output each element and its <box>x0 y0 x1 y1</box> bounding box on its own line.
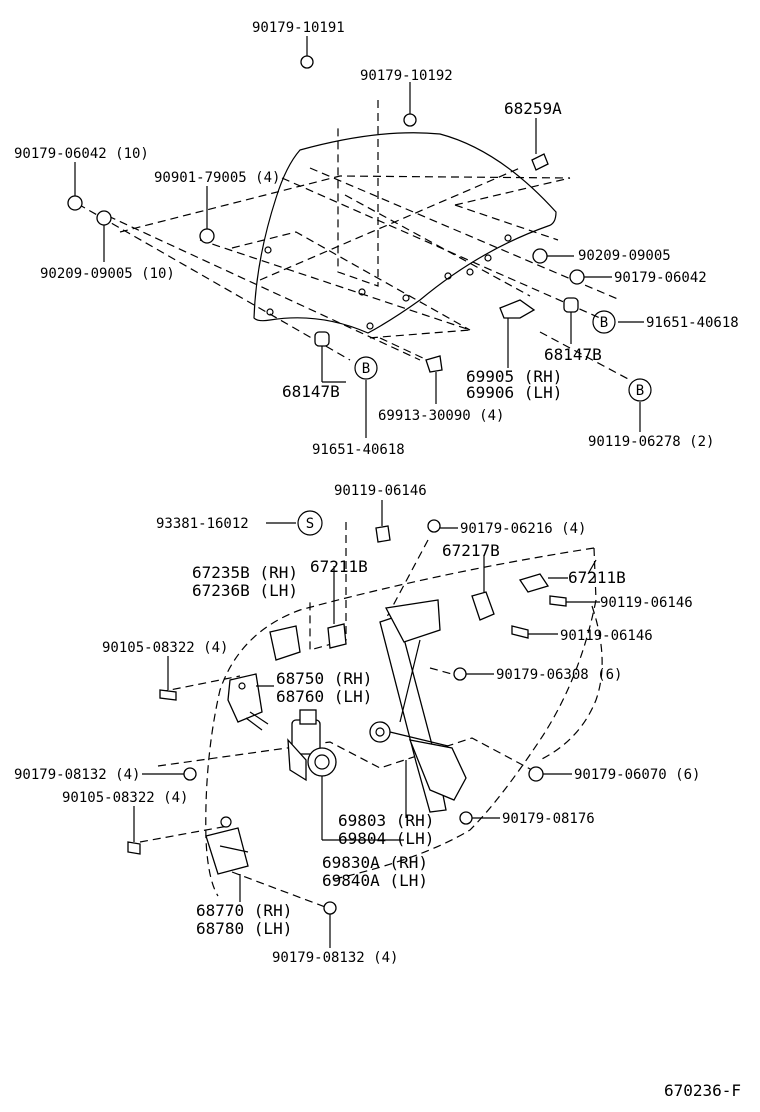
label-90179-06042: 90179-06042 <box>614 270 707 286</box>
circle-b-left: B <box>362 361 370 377</box>
label-90119-06146-top: 90119-06146 <box>334 483 427 499</box>
label-69905: 69905 (RH) <box>466 367 562 386</box>
nut-90179-08132-bottom <box>323 901 337 915</box>
label-67211b-mid: 67211B <box>310 557 368 576</box>
label-69906: 69906 (LH) <box>466 383 562 402</box>
door-glass <box>253 132 557 334</box>
cushion-90901-79005 <box>199 228 215 244</box>
nut-90179-06042-right <box>569 269 585 285</box>
nut-90179-06042-left <box>67 195 83 211</box>
diagram-id: 670236-F <box>664 1081 741 1100</box>
circle-b-right: B <box>600 315 608 331</box>
label-67236b: 67236B (LH) <box>192 581 298 600</box>
clip-67211b-right <box>518 573 550 593</box>
door-glass-assembly <box>77 100 631 381</box>
label-90209-09005: 90209-09005 <box>578 248 671 264</box>
label-90179-10192: 90179-10192 <box>360 68 453 84</box>
label-90179-08176: 90179-08176 <box>502 811 595 827</box>
bolt-90119-06146-r2 <box>511 625 529 639</box>
label-67211b-right: 67211B <box>568 568 626 587</box>
label-69830a: 69830A (RH) <box>322 853 428 872</box>
bracket-69905 <box>499 299 536 319</box>
label-90179-08132-4-bottom: 90179-08132 (4) <box>272 950 398 966</box>
label-68760: 68760 (LH) <box>276 687 372 706</box>
bolt-90119-06146-top <box>375 525 391 543</box>
circle-s: S <box>306 516 314 532</box>
label-90179-08132-4-left: 90179-08132 (4) <box>14 767 140 783</box>
label-69840a: 69840A (LH) <box>322 871 428 890</box>
label-69804: 69804 (LH) <box>338 829 434 848</box>
label-90901-79005-4: 90901-79005 (4) <box>154 170 280 186</box>
label-68147b-right: 68147B <box>544 345 602 364</box>
lower-fasteners <box>127 519 567 915</box>
label-68770: 68770 (RH) <box>196 901 292 920</box>
regulator-lower-bracket <box>408 739 467 801</box>
label-93381-16012: 93381-16012 <box>156 516 249 532</box>
nut-90179-08176 <box>459 811 473 825</box>
label-68780: 68780 (LH) <box>196 919 292 938</box>
label-90179-06216-4: 90179-06216 (4) <box>460 521 586 537</box>
regulator-top-bracket <box>384 599 441 643</box>
bracket-67235b <box>269 625 301 661</box>
label-90179-06308-6: 90179-06308 (6) <box>496 667 622 683</box>
nut-90179-08132-left <box>183 767 197 781</box>
circle-s-mark: S <box>297 510 323 536</box>
upper-fasteners <box>67 55 585 373</box>
label-67235b: 67235B (RH) <box>192 563 298 582</box>
label-67217b: 67217B <box>442 541 500 560</box>
bolt-90105-08322-bottom <box>127 841 141 855</box>
door-panel-outline <box>139 522 603 909</box>
circle-b-marks: B B B <box>354 310 652 402</box>
bolt-69913-30090 <box>425 355 443 373</box>
lower-leaders <box>133 500 600 948</box>
bracket-68770 <box>205 816 249 875</box>
nut-90179-06070 <box>528 766 544 782</box>
label-90119-06146-r1: 90119-06146 <box>600 595 693 611</box>
window-regulator <box>205 573 550 875</box>
cushion-68147b-left <box>314 331 330 347</box>
label-90119-06146-r2: 90119-06146 <box>560 628 653 644</box>
nut-90179-06216 <box>427 519 441 533</box>
nut-90179-10192 <box>403 113 417 127</box>
upper-leaders <box>74 36 644 438</box>
bracket-68750 <box>227 673 269 731</box>
regulator-motor <box>287 709 337 782</box>
label-90179-06042-10: 90179-06042 (10) <box>14 146 149 162</box>
label-90179-06070-6: 90179-06070 (6) <box>574 767 700 783</box>
bolt-90119-06146-r1 <box>549 595 567 607</box>
label-90119-06278-2: 90119-06278 (2) <box>588 434 714 450</box>
circle-b-bottom: B <box>636 383 644 399</box>
upper-part-labels: 90179-10191 90179-10192 68259A 90179-060… <box>14 20 739 458</box>
label-68147b-left: 68147B <box>282 382 340 401</box>
bracket-67217b <box>471 591 495 621</box>
cushion-68147b-right <box>563 297 579 313</box>
nut-90179-06308 <box>453 667 467 681</box>
clip-67211b-mid <box>327 623 347 649</box>
label-90209-09005-10: 90209-09005 (10) <box>40 266 175 282</box>
washer-90209-09005-left <box>96 210 112 226</box>
bolt-68259a <box>531 153 549 171</box>
label-69803: 69803 (RH) <box>338 811 434 830</box>
label-90179-10191: 90179-10191 <box>252 20 345 36</box>
bolt-90105-08322-top <box>159 689 177 701</box>
lower-part-labels: 90119-06146 93381-16012 90179-06216 (4) … <box>14 483 700 966</box>
label-91651-40618-left: 91651-40618 <box>312 442 405 458</box>
label-69913-30090-4: 69913-30090 (4) <box>378 408 504 424</box>
label-91651-40618-right: 91651-40618 <box>646 315 739 331</box>
label-68750: 68750 (RH) <box>276 669 372 688</box>
nut-90179-10191 <box>300 55 314 69</box>
washer-90209-09005-right <box>532 248 548 264</box>
label-90105-08322-4-bottom: 90105-08322 (4) <box>62 790 188 806</box>
label-68259a: 68259A <box>504 99 562 118</box>
label-90105-08322-4-top: 90105-08322 (4) <box>102 640 228 656</box>
regulator-pulley <box>369 721 391 743</box>
